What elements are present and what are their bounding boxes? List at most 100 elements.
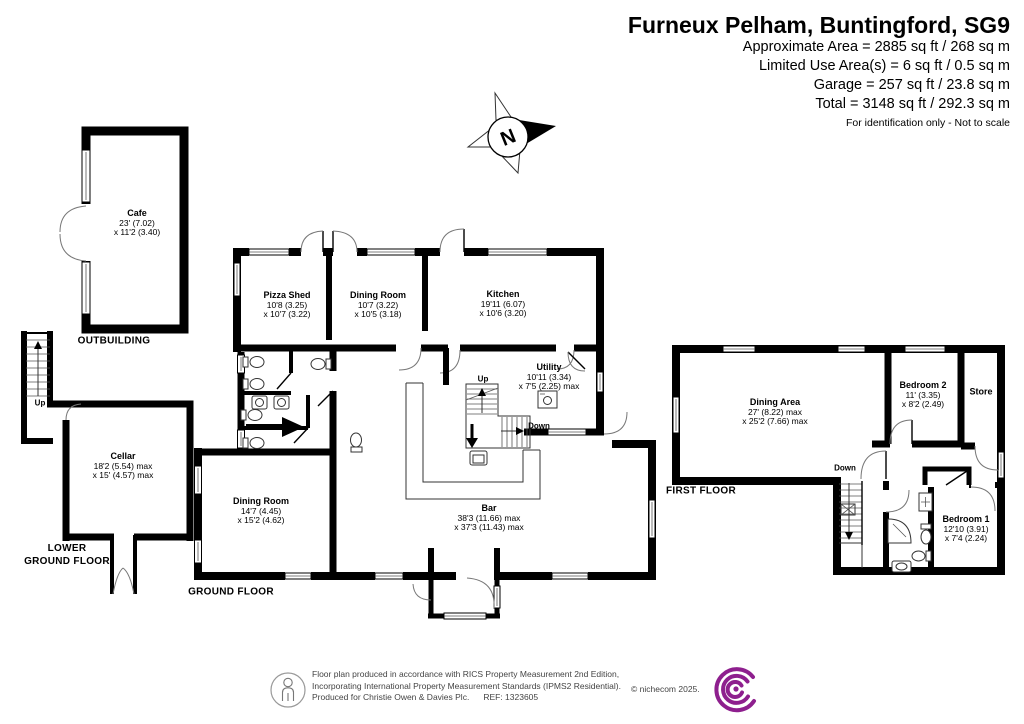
room-name: Utility xyxy=(536,361,562,372)
room-dim: 10'8 (3.25) xyxy=(266,299,308,310)
first-floor-staircase xyxy=(839,481,863,568)
identification-note: For identification only - Not to scale xyxy=(846,117,1010,129)
cellar-entrance-porch xyxy=(110,535,137,595)
footer-ref: REF: 1323605 xyxy=(483,692,539,702)
room-name: Dining Room xyxy=(233,495,289,506)
room-label-bedroom1: Bedroom 1 12'10 (3.91) x 7'4 (2.24) xyxy=(942,513,990,544)
toilet-icon xyxy=(240,409,263,421)
closet xyxy=(922,466,972,486)
direction-arrow xyxy=(246,417,304,437)
toilet-icon xyxy=(350,432,363,453)
sink-icon xyxy=(891,560,912,573)
stair-down-label-first: Down xyxy=(834,463,856,473)
room-label-kitchen: Kitchen 19'11 (6.07) x 10'6 (3.20) xyxy=(479,288,527,319)
toilet-icon xyxy=(310,358,332,370)
main-staircase xyxy=(465,383,531,449)
room-label-bar: Bar 38'3 (11.66) max x 37'3 (11.43) max xyxy=(454,502,524,533)
lower-ground-floor-label: LOWER GROUND FLOOR xyxy=(24,542,110,568)
room-label-pizza-shed: Pizza Shed 10'8 (3.25) x 10'7 (3.22) xyxy=(263,289,311,320)
cafe-door-gap xyxy=(79,204,92,261)
room-name: Dining Room xyxy=(350,289,406,300)
shower-icon xyxy=(887,518,912,544)
sink-icon xyxy=(251,395,268,410)
utility-door-leaf xyxy=(567,351,586,370)
room-name: Pizza Shed xyxy=(263,289,311,300)
cellar-staircase xyxy=(26,339,50,397)
room-name: Bar xyxy=(481,502,497,513)
approximate-area: Approximate Area = 2885 sq ft / 268 sq m xyxy=(742,39,1010,55)
outbuilding-label: OUTBUILDING xyxy=(77,335,151,347)
footer-copyright: © nichecom 2025. xyxy=(631,684,700,694)
toilet-icon xyxy=(242,356,265,368)
lower-ground-floor-label-line2: GROUND FLOOR xyxy=(24,556,110,567)
room-dim: x 8'2 (2.49) xyxy=(901,398,945,409)
room-dim: x 15'2 (4.62) xyxy=(237,514,285,525)
room-dim: 27' (8.22) max xyxy=(747,406,803,417)
room-dim: x 7'4 (2.24) xyxy=(944,532,988,543)
room-dim: 12'10 (3.91) xyxy=(943,523,989,534)
toilet-icon xyxy=(242,437,265,449)
toilet-icon xyxy=(242,378,265,390)
garage-area: Garage = 257 sq ft / 23.8 sq m xyxy=(813,77,1010,93)
room-dim: 38'3 (11.66) max xyxy=(457,512,521,523)
sink-icon xyxy=(469,450,488,466)
room-name: Store xyxy=(969,386,993,397)
room-label-dining-area: Dining Area 27' (8.22) max x 25'2 (7.66)… xyxy=(742,397,808,427)
room-dim: 18'2 (5.54) max xyxy=(93,460,153,471)
page-title: Furneux Pelham, Buntingford, SG9 xyxy=(627,12,1010,38)
total-area: Total = 3148 sq ft / 292.3 sq m xyxy=(815,96,1010,112)
room-dim: 19'11 (6.07) xyxy=(480,298,526,309)
ground-floor-label: GROUND FLOOR xyxy=(188,586,274,598)
room-dim: x 37'3 (11.43) max xyxy=(454,521,524,532)
person-icon xyxy=(270,672,306,708)
footer-line1: Floor plan produced in accordance with R… xyxy=(312,669,620,679)
sink-icon xyxy=(273,395,290,410)
limited-use-area: Limited Use Area(s) = 6 sq ft / 0.5 sq m xyxy=(758,58,1010,74)
footer-line2: Incorporating International Property Mea… xyxy=(312,680,621,691)
header: Furneux Pelham, Buntingford, SG9 Approxi… xyxy=(628,12,1010,129)
toilet-icon xyxy=(911,550,932,562)
room-dim: 23' (7.02) xyxy=(119,217,155,228)
stair-down-label-ground: Down xyxy=(528,421,550,431)
lower-ground-floor-walls xyxy=(21,331,194,595)
bar-counter xyxy=(405,382,541,500)
footer-produced-for: Produced for Christie Owen & Davies Plc. xyxy=(312,692,470,702)
room-dim: x 10'5 (3.18) xyxy=(354,308,402,319)
room-dim: x 10'6 (3.20) xyxy=(479,307,527,318)
outbuilding-walls xyxy=(59,126,189,334)
cabinet-icon xyxy=(918,492,933,512)
room-dim: 10'11 (3.34) xyxy=(526,371,572,382)
stair-up-label-cellar: Up xyxy=(34,398,46,408)
room-label-dining-room-ground: Dining Room 14'7 (4.45) x 15'2 (4.62) xyxy=(233,495,289,526)
room-label-utility: Utility 10'11 (3.34) x 7'5 (2.25) max xyxy=(518,361,580,392)
entrance-porch xyxy=(412,577,501,620)
room-dim: x 15' (4.57) max xyxy=(92,469,154,480)
stair-up-label-ground: Up xyxy=(477,374,489,384)
room-dim: x 25'2 (7.66) max xyxy=(742,415,808,426)
footer: Floor plan produced in accordance with R… xyxy=(312,669,621,704)
room-dim: 10'7 (3.22) xyxy=(357,299,399,310)
door-leaves xyxy=(322,229,465,252)
room-label-cafe: Cafe 23' (7.02) x 11'2 (3.40) xyxy=(113,207,161,238)
nichecom-logo xyxy=(714,667,756,713)
room-dim: x 7'5 (2.25) max xyxy=(518,380,580,391)
washing-machine-icon xyxy=(537,390,558,409)
room-dim: 11' (3.35) xyxy=(905,389,941,400)
compass: N xyxy=(466,91,556,175)
room-label-cellar: Cellar 18'2 (5.54) max x 15' (4.57) max xyxy=(92,450,154,481)
room-name: Cafe xyxy=(127,207,147,218)
room-dim: x 10'7 (3.22) xyxy=(263,308,311,319)
room-name: Cellar xyxy=(110,450,136,461)
french-door-arcs xyxy=(59,205,87,262)
ground-floor-walls xyxy=(194,228,656,620)
room-label-store: Store xyxy=(969,387,992,397)
room-dim: 14'7 (4.45) xyxy=(240,505,282,516)
room-name: Bedroom 2 xyxy=(899,379,947,390)
direction-arrow-head xyxy=(466,438,478,448)
room-name: Kitchen xyxy=(486,288,520,299)
room-name: Bedroom 1 xyxy=(942,513,990,524)
footer-line3: Produced for Christie Owen & Davies Plc.… xyxy=(312,692,621,704)
wc-block xyxy=(198,348,363,456)
room-dim: x 11'2 (3.40) xyxy=(113,226,161,237)
